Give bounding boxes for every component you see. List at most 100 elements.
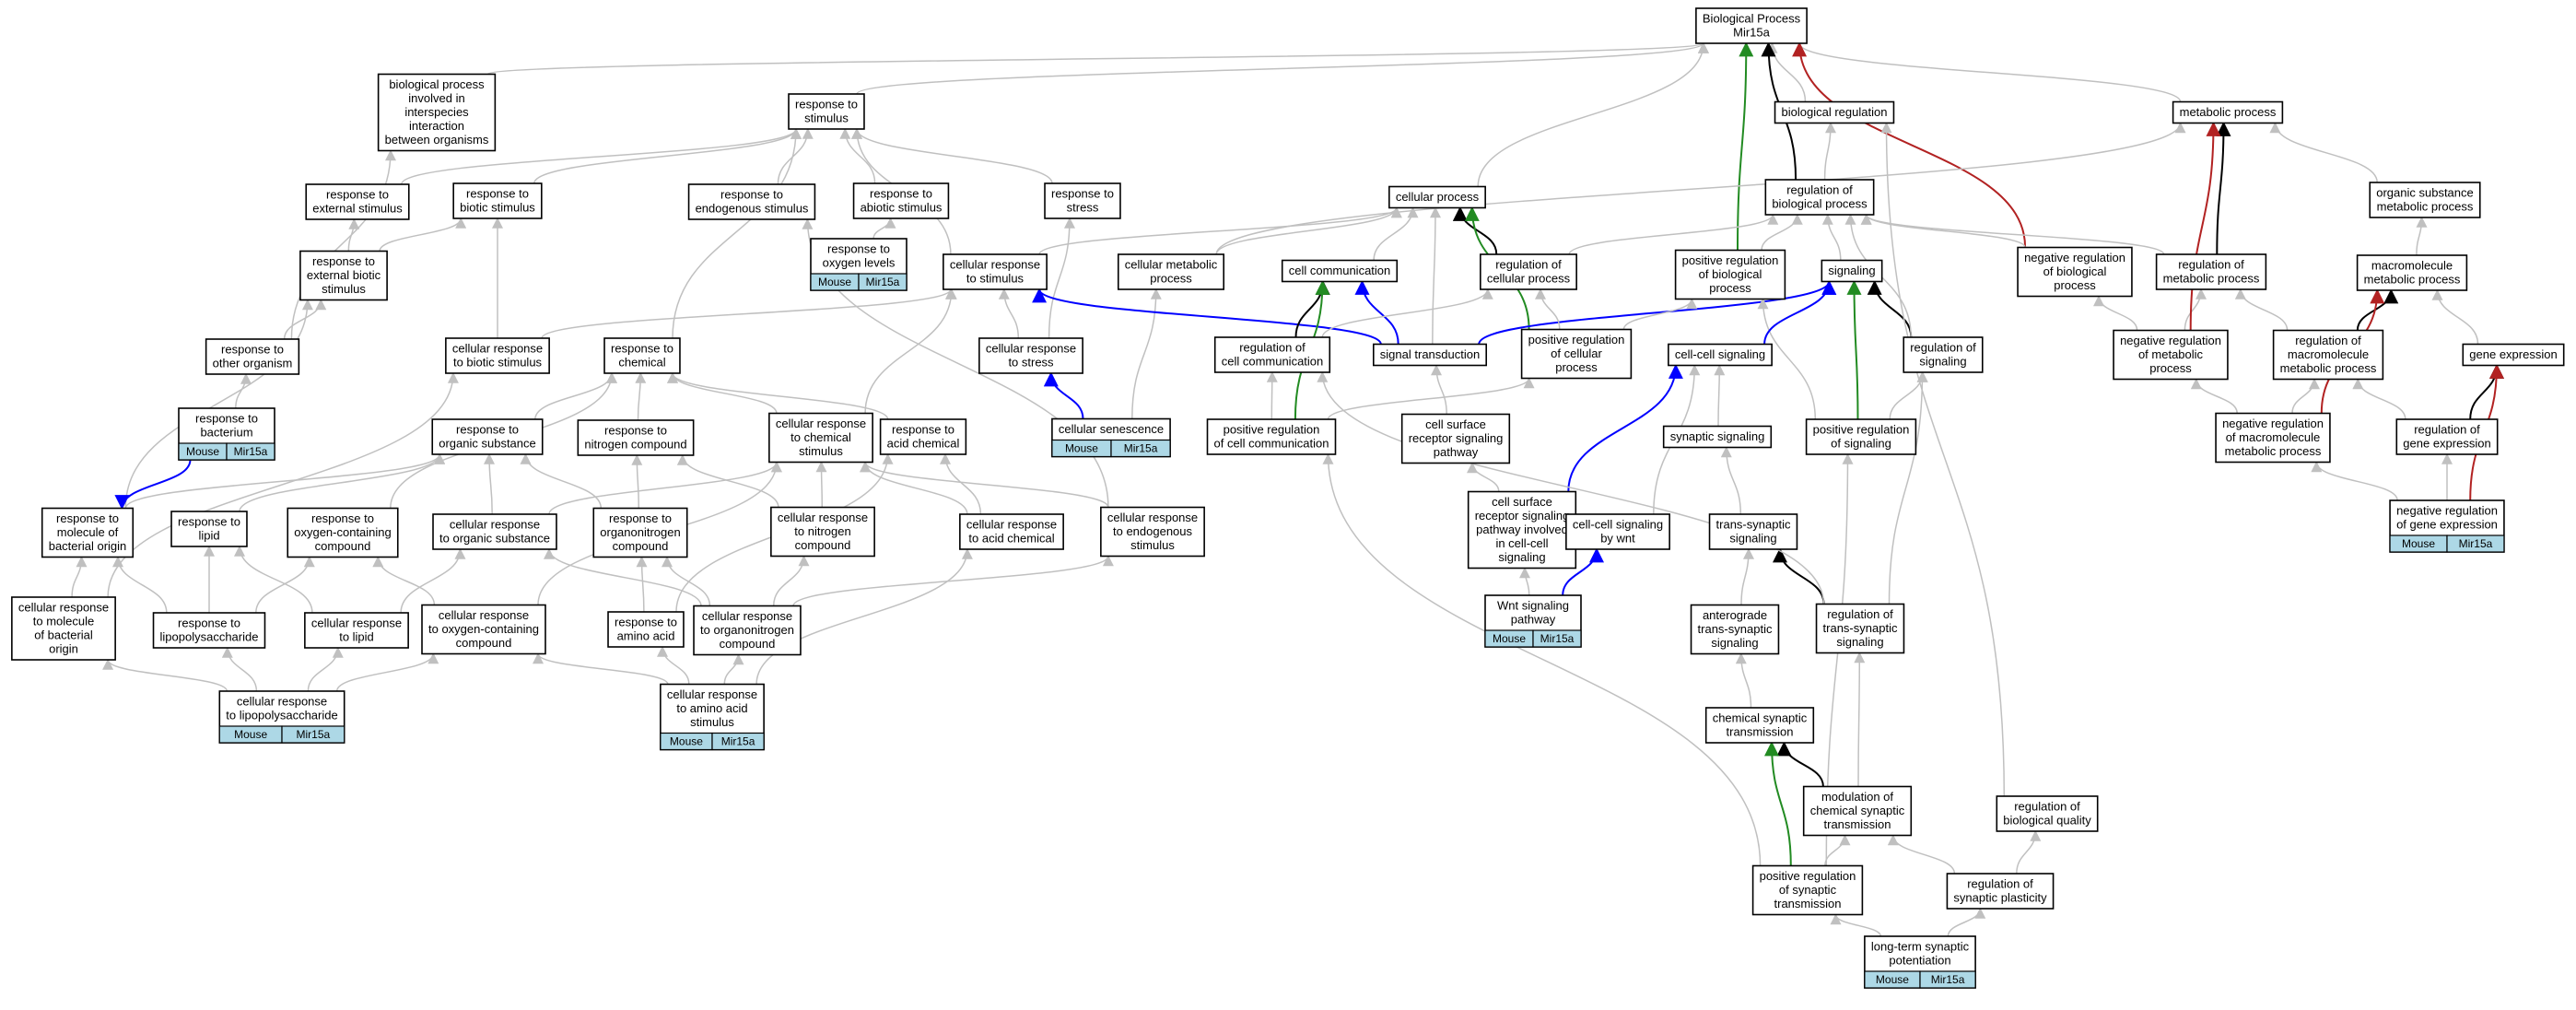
term-label-line: cellular process [1487,272,1571,286]
tag-label: Mouse [186,445,219,458]
go-term-metab[interactable]: metabolic process [2172,100,2284,124]
relation-edge-is_a [2016,829,2042,875]
term-box [1704,707,1815,744]
relation-edge-is_a [234,545,313,614]
species-gene-tag: Mir15a [711,732,765,751]
relation-edge-is_a [533,127,802,184]
term-label-line: regulation of [2178,258,2244,272]
relation-edge-regulates [1776,741,1824,787]
term-label-line: origin [49,642,78,656]
term-label-line: gene expression [2403,437,2490,451]
relation-edge-is_a [2093,295,2138,331]
go-term-cc_sig[interactable]: cell-cell signaling [1668,343,1773,367]
relation-edge-is_a [1830,913,1882,937]
term-box [1708,513,1798,550]
term-label-line: cellular response [667,687,757,701]
go-term-syn_sig[interactable]: synaptic signaling [1662,425,1773,449]
term-label-line: cellular response [950,258,1040,272]
relation-edge-is_a [335,652,439,692]
go-term-sig_trans[interactable]: signal transduction [1372,343,1488,367]
go-term-cell_comm[interactable]: cell communication [1281,259,1399,283]
relation-edge-is_a [379,217,467,252]
go-term-bio_reg[interactable]: biological regulation [1774,100,1895,124]
term-box [1100,506,1205,558]
term-box [1400,413,1511,464]
term-label-line: cellular response [237,695,327,709]
go-term-gene_expr[interactable]: gene expression [2462,343,2565,367]
term-label-line: positive regulation [1760,869,1856,883]
go-term-cell_proc[interactable]: cellular process [1388,185,1486,209]
relation-edge-positively_regulates [1737,41,1754,251]
go-term-signaling[interactable]: signaling [1821,259,1883,283]
